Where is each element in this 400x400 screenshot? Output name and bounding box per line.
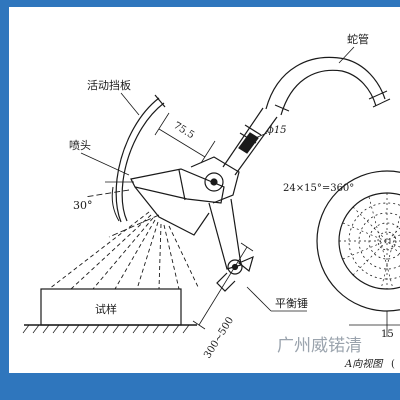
label-balance-hammer: 平衡锤 [275,296,308,310]
label-dim-15: 15 [381,329,394,340]
label-degrees: 24×15°=360° [283,183,354,194]
balance-leader [246,286,272,312]
hose [265,56,391,116]
a-view-disc [316,170,400,337]
watermark-text: 广州威锘清 [277,336,362,356]
label-movable-baffle: 活动挡板 [87,78,131,92]
angle-arc [111,186,120,222]
spray-apparatus-diagram: 蛇管 活动挡板 喷头 30° 75.5 ϕ15 24×15°=360° 试样 平… [22,32,400,370]
dimension-distance [192,242,254,330]
hose-leader [338,46,355,64]
nozzle-housing [130,156,240,236]
label-hose: 蛇管 [347,32,369,46]
dimension-75-5 [154,112,216,164]
nozzle-leader [80,152,130,176]
label-view-a-partial: ( [391,359,395,370]
label-angle-30: 30° [73,199,93,212]
label-distance: 300~500 [202,315,236,360]
label-specimen: 试样 [95,302,117,316]
balance-arm [208,198,254,292]
movable-baffle [115,94,166,223]
phi15-leader [252,132,268,140]
label-dim-75-5: 75.5 [171,120,196,141]
spray-cone [48,189,200,290]
drawing-sheet: 蛇管 活动挡板 喷头 30° 75.5 ϕ15 24×15°=360° 试样 平… [9,7,400,373]
specimen [22,288,197,334]
label-phi15: ϕ15 [267,125,287,136]
baffle-leader [120,92,140,116]
label-nozzle: 喷头 [69,139,91,152]
supply-pipe [222,107,278,176]
label-view-a: A向视图 [344,358,384,370]
